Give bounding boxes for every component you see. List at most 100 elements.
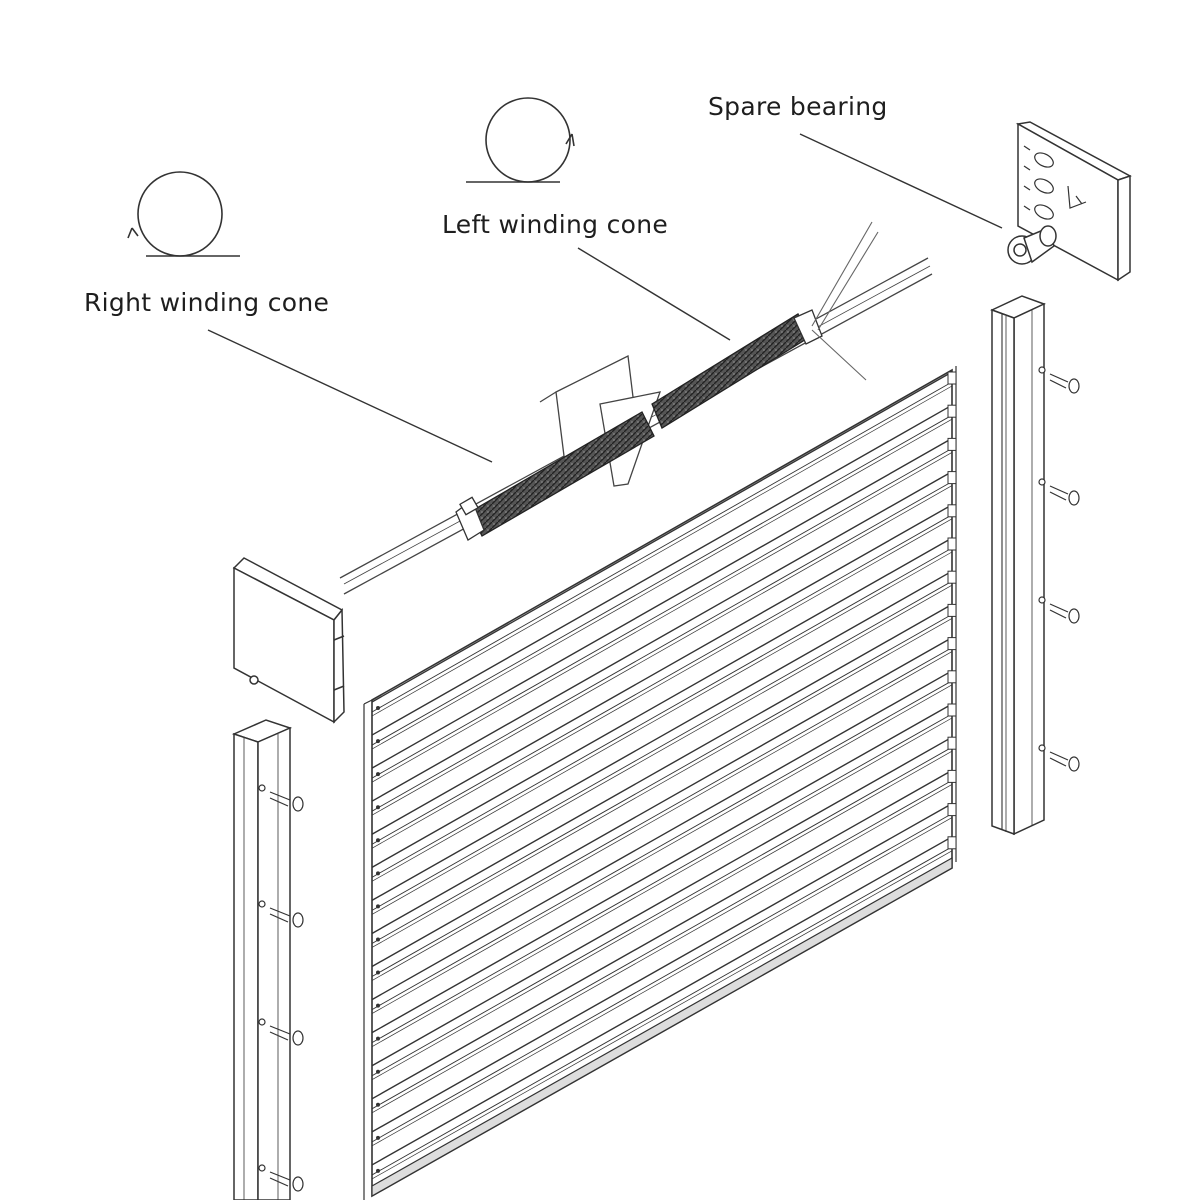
slat-groove — [371, 418, 953, 750]
slat-edge — [371, 570, 953, 902]
end-lock — [947, 670, 957, 684]
winding-bars — [811, 221, 879, 381]
slat-groove — [371, 750, 953, 1081]
end-lock — [376, 937, 380, 942]
bolt-icon — [1038, 744, 1080, 772]
spare-bearing-plate — [1007, 121, 1132, 282]
slat-edge — [371, 670, 953, 1001]
left-guide-track — [231, 719, 293, 1200]
slat-groove — [371, 551, 953, 882]
slat-edge — [371, 470, 953, 802]
slat-groove — [371, 618, 953, 948]
end-lock — [376, 1003, 380, 1008]
bolt-icon — [1038, 478, 1080, 506]
slat-groove — [371, 651, 953, 981]
slat-groove — [371, 481, 953, 812]
left-spring — [651, 313, 809, 429]
end-lock — [376, 838, 380, 843]
slat-groove — [371, 684, 953, 1014]
left-cone-leader — [577, 247, 731, 341]
end-lock — [947, 537, 957, 551]
slat-groove — [371, 713, 953, 1044]
end-lock — [376, 871, 380, 876]
slat-edge — [371, 802, 953, 1133]
spare-bearing-label: Spare bearing — [708, 92, 888, 121]
bolt-icon — [258, 900, 304, 928]
slat-groove — [371, 784, 953, 1114]
slat-groove — [371, 518, 953, 849]
slat-edge — [371, 836, 953, 1166]
end-lock — [376, 1135, 380, 1140]
end-lock — [376, 805, 380, 810]
end-lock — [947, 703, 957, 717]
slat-groove — [371, 514, 953, 845]
end-lock — [376, 904, 380, 909]
end-lock — [376, 1102, 380, 1107]
end-lock — [947, 836, 957, 850]
bolt-icon — [1038, 366, 1080, 394]
slat-edge — [371, 736, 953, 1067]
leader-lines — [207, 133, 1003, 463]
end-lock — [947, 570, 957, 584]
end-lock — [947, 803, 957, 817]
right-cone-leader — [207, 329, 493, 463]
slat-groove — [371, 780, 953, 1110]
slat-groove — [371, 414, 953, 746]
end-lock — [947, 371, 957, 385]
slat-groove — [371, 680, 953, 1010]
right-track-bolts — [1038, 366, 1080, 772]
bottom-bar — [371, 856, 953, 1198]
slat-groove — [371, 547, 953, 878]
end-lock — [376, 1069, 380, 1074]
bolt-icon — [258, 1018, 304, 1046]
slat-edge — [371, 636, 953, 968]
slat-edge — [371, 603, 953, 935]
slat-groove — [371, 381, 953, 713]
slat-edge — [371, 437, 953, 769]
bolt-icon — [258, 1164, 304, 1192]
left-end-bearing-plate — [232, 557, 345, 724]
torsion-spring-assembly — [339, 221, 933, 595]
end-lock — [947, 404, 957, 418]
end-lock — [947, 437, 957, 451]
bearing-roller — [1007, 225, 1057, 265]
slat-groove — [371, 584, 953, 915]
right-winding-cone-label: Right winding cone — [84, 288, 330, 317]
end-lock — [376, 739, 380, 744]
end-lock — [947, 603, 957, 617]
end-lock — [947, 769, 957, 783]
bolt-icon — [258, 784, 304, 812]
left-winding-cone — [793, 309, 823, 345]
slat-groove — [371, 746, 953, 1077]
slat-edge — [371, 537, 953, 868]
right-winding-cone — [455, 496, 485, 541]
slat-edge — [371, 769, 953, 1100]
end-lock — [947, 504, 957, 518]
slat-groove — [371, 850, 953, 1180]
end-lock — [947, 736, 957, 750]
slat-edge — [371, 703, 953, 1034]
left-rotation-icon — [466, 97, 575, 183]
end-lock — [947, 471, 957, 485]
slat-groove — [371, 813, 953, 1143]
slat-groove — [371, 614, 953, 944]
end-lock — [376, 970, 380, 975]
slat-groove — [371, 485, 953, 816]
end-lock — [947, 637, 957, 651]
end-lock — [376, 1036, 380, 1041]
slat-groove — [371, 448, 953, 779]
end-lock — [376, 772, 380, 777]
slat-groove — [371, 385, 953, 717]
left-track-bolts — [258, 784, 304, 1192]
slat-edge — [371, 371, 953, 703]
end-lock — [376, 1168, 380, 1173]
right-guide-track — [990, 295, 1046, 836]
slat-groove — [371, 846, 953, 1176]
slat-groove — [371, 580, 953, 911]
slat-groove — [371, 452, 953, 783]
slat-edge — [371, 504, 953, 835]
left-winding-cone-label: Left winding cone — [442, 210, 669, 239]
spare-bearing-leader — [799, 133, 1003, 229]
slat-groove — [371, 717, 953, 1047]
